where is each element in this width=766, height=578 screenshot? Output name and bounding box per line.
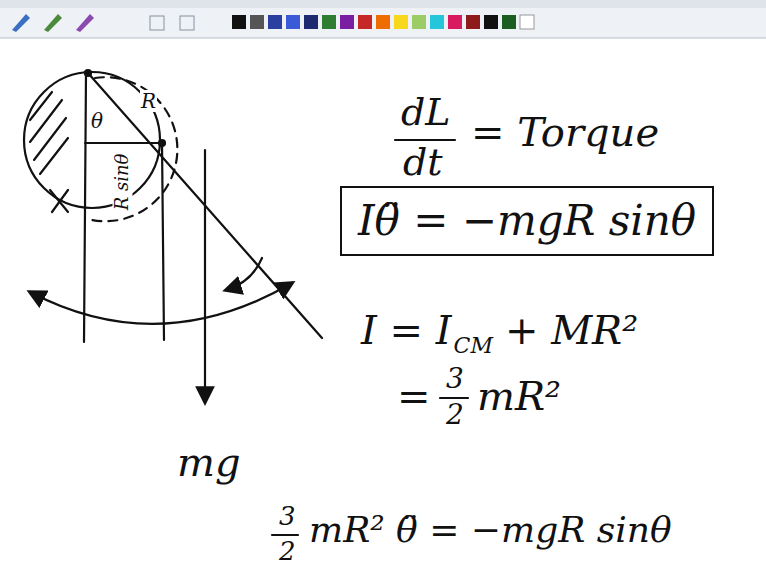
tool-icon	[150, 16, 164, 30]
toolbar	[0, 0, 766, 38]
distance-label: R sinθ	[112, 153, 132, 212]
colour-swatch	[376, 15, 390, 29]
colour-swatch	[322, 15, 336, 29]
vertical-line	[84, 73, 86, 342]
equation-text: + MR²	[504, 308, 639, 352]
pen-icon	[12, 14, 30, 32]
fraction-bar	[395, 139, 455, 141]
colour-swatch	[268, 15, 282, 29]
tool-icon	[180, 16, 194, 30]
colour-swatch	[448, 15, 462, 29]
hatching	[30, 92, 68, 174]
hatch-line	[34, 118, 66, 160]
hatch-line	[40, 138, 68, 174]
colour-swatch	[520, 15, 534, 29]
colour-swatch	[412, 15, 426, 29]
equation-text: I = I	[360, 308, 453, 352]
gravity-arrow	[204, 150, 206, 402]
radius-label: R	[140, 90, 157, 112]
vertical-line	[162, 143, 164, 340]
fraction-denominator: dt	[402, 142, 444, 184]
colour-swatch	[502, 15, 516, 29]
fraction-numerator: dL	[400, 92, 452, 134]
equation-text: mR²	[476, 374, 562, 418]
rotation-arrow	[226, 258, 262, 290]
colour-swatch	[304, 15, 318, 29]
fraction-denominator: 2	[445, 400, 465, 431]
toolbar-border	[0, 38, 766, 39]
x-mark	[52, 190, 68, 212]
pen-icon	[76, 14, 94, 32]
displaced-disk	[92, 77, 177, 221]
colour-swatch	[394, 15, 408, 29]
equation-text: Iθ̈ = −mgR sinθ	[358, 198, 696, 244]
menu-bar	[0, 0, 766, 8]
colour-swatch	[466, 15, 480, 29]
colour-swatch	[484, 15, 498, 29]
fraction-numerator: 3	[445, 364, 465, 395]
hatch-line	[30, 100, 62, 142]
fraction-bar	[272, 534, 298, 536]
pen-icon	[44, 14, 62, 32]
disk-pendulum	[24, 70, 322, 402]
colour-swatch	[232, 15, 246, 29]
angle-symbol: θ	[90, 110, 104, 132]
boxed-equation: Iθ̈ = −mgR sinθ	[340, 186, 714, 256]
colour-swatch	[340, 15, 354, 29]
colour-swatch	[358, 15, 372, 29]
colour-swatch	[430, 15, 444, 29]
equation-text: =	[396, 374, 432, 418]
force-label: mg	[176, 440, 242, 484]
fraction-numerator: 3	[278, 502, 297, 531]
equation-text: mR² θ̈ = −mgR sinθ	[308, 510, 673, 550]
perpendicular-line	[85, 142, 162, 144]
equation-text: = Torque	[470, 110, 660, 154]
colour-swatch	[286, 15, 300, 29]
x-mark	[50, 190, 68, 212]
colour-swatch	[250, 15, 264, 29]
disk-outline	[24, 72, 160, 208]
swing-arrow	[30, 283, 292, 324]
pen-icons	[12, 14, 194, 32]
colour-palette	[232, 15, 534, 29]
subscript: CM	[453, 334, 494, 358]
fraction-bar	[440, 397, 468, 399]
fraction-denominator: 2	[278, 537, 297, 566]
